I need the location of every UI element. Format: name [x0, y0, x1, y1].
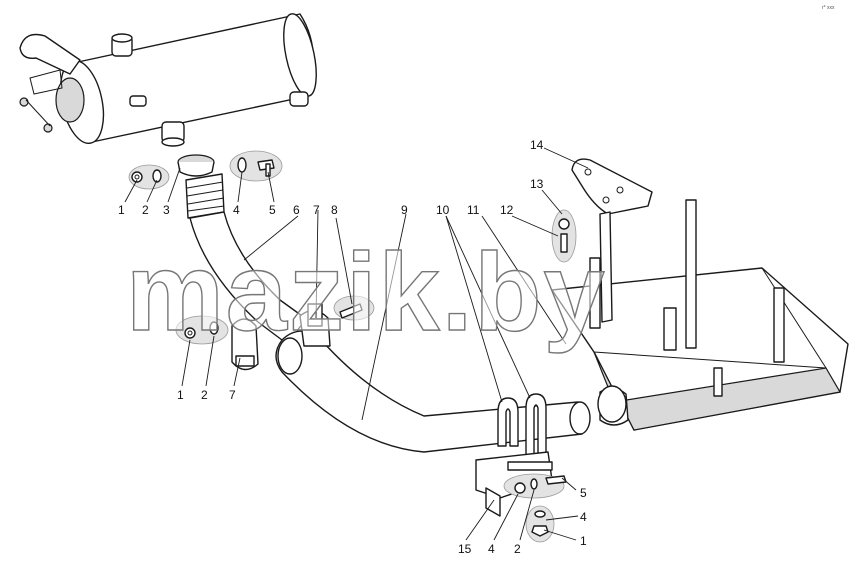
hardware-12-13	[551, 209, 577, 263]
callout-1-top: 1	[118, 203, 125, 217]
callout-4-bottom: 4	[488, 542, 495, 556]
callout-11: 11	[467, 203, 480, 217]
callout-10: 10	[436, 203, 450, 217]
callout-6: 6	[293, 203, 300, 217]
callout-2-mid: 2	[201, 388, 208, 402]
callout-1-bottom: 1	[580, 534, 587, 548]
flex-hose	[185, 173, 225, 219]
corner-text: r* xxx	[822, 5, 835, 11]
hardware-8	[333, 295, 375, 321]
callout-5-bottom: 5	[580, 486, 587, 500]
callout-7-top: 7	[313, 203, 320, 217]
callout-5-top: 5	[269, 203, 276, 217]
pipe-clamp-7	[231, 303, 331, 371]
callout-2-bottom: 2	[514, 542, 521, 556]
box-11	[551, 199, 849, 431]
callout-9: 9	[401, 203, 408, 217]
callout-3: 3	[163, 203, 170, 217]
hardware-1-2-mid	[175, 315, 229, 345]
callout-12: 12	[500, 203, 514, 217]
callout-13: 13	[530, 177, 544, 191]
callout-4-top: 4	[233, 203, 240, 217]
hardware-1-2-top	[128, 164, 170, 190]
hardware-4-5-top	[229, 150, 283, 182]
watermark: mazik.by	[126, 231, 607, 354]
clamp-3	[177, 154, 215, 177]
hardware-4-2-bottom	[503, 473, 567, 499]
callout-8: 8	[331, 203, 338, 217]
callout-4-bottom-right: 4	[580, 510, 587, 524]
muffler	[19, 13, 317, 147]
callout-15: 15	[458, 542, 472, 556]
callout-7-mid: 7	[229, 388, 236, 402]
callout-labels: 1 2 3 4 5 6 7 8 9 10 11 12 13 14 1 2 7 5…	[118, 138, 587, 556]
callout-14: 14	[530, 138, 544, 152]
leader-lines	[124, 147, 589, 541]
callout-1-mid: 1	[177, 388, 184, 402]
hardware-4-1-bottom	[525, 505, 555, 543]
callout-2-top: 2	[142, 203, 149, 217]
